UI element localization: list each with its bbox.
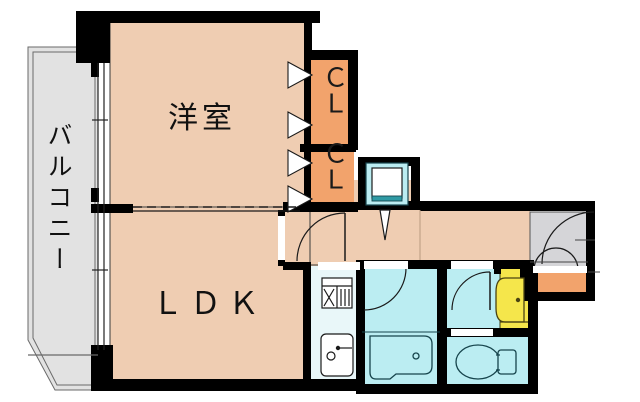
washer-pan: [365, 162, 409, 206]
toilet-tank: [497, 349, 517, 375]
wall-vanity-left: [494, 262, 501, 274]
wall-wet-top: [358, 260, 534, 269]
wall-entrance-left: [520, 262, 530, 301]
toilet-fixture: [455, 344, 517, 380]
wall-washitsu-ldk-left: [91, 204, 133, 213]
wall-entrance-right: [586, 201, 595, 301]
wall-closet-bottom: [283, 202, 358, 212]
washitsu-ldk-partition: [133, 206, 300, 212]
closet-arrow-3: [287, 149, 314, 177]
opening-toilet: [451, 329, 493, 336]
entrance-tile: [529, 211, 589, 271]
wall-washer-left: [358, 157, 367, 209]
hallway-floor-2: [352, 210, 530, 266]
opening-hall-left: [278, 216, 285, 260]
wall-ldk-kitchen-cap: [283, 262, 311, 270]
vanity-drain: [515, 297, 521, 303]
opening-ldk-hall: [318, 262, 360, 270]
opening-entrance-inner: [533, 266, 587, 273]
wall-washer-top: [358, 157, 420, 166]
balcony-floor-inner: [32, 51, 96, 386]
wall-bottom-left-block: [91, 345, 113, 390]
washer-body: [371, 167, 403, 199]
washitsu-floor: [110, 22, 310, 207]
wall-washitsu-right-upper: [304, 22, 312, 58]
wall-closet-left-lower: [304, 150, 311, 208]
washroom-door-swing: [451, 271, 491, 311]
walls: [76, 11, 595, 394]
wall-bottom: [91, 379, 363, 391]
wall-ldk-kitchen: [303, 262, 311, 386]
vanity-fixture: [495, 277, 528, 323]
door-swings: [296, 209, 595, 311]
wall-closet-top: [304, 50, 358, 60]
wall-kitchen-right: [356, 260, 365, 391]
wall-left-mid-tick: [91, 188, 99, 202]
toilet-bowl: [455, 344, 501, 380]
closet-upper-floor: [310, 58, 354, 148]
closet-door-arrows: [287, 61, 314, 213]
washer-marker: [379, 209, 391, 241]
opening-bathroom: [364, 261, 408, 269]
wall-left-upper-tick: [91, 63, 99, 77]
detail-lines: [419, 210, 600, 273]
hallway-floor: [283, 210, 363, 266]
wall-closet-right: [348, 50, 358, 150]
wall-entrance-bottom: [524, 292, 594, 301]
closet-arrow-2: [287, 111, 314, 139]
bathroom-fixtures: [362, 331, 440, 380]
closet-lower-floor: [310, 148, 354, 208]
sink-drain: [326, 351, 336, 361]
washer-base: [371, 195, 403, 202]
kitchen-fixtures: [320, 277, 354, 377]
closet-arrow-1: [287, 61, 314, 89]
sink-faucet: [335, 345, 341, 351]
kitchen-sink: [320, 333, 354, 377]
wall-top: [76, 11, 320, 23]
closet-arrow-4: [287, 185, 314, 213]
wall-washer-right: [411, 157, 420, 209]
ldk-hall-door-swing: [296, 212, 346, 262]
wall-closet-divider: [300, 144, 356, 152]
door-openings: [278, 216, 587, 336]
ldk-floor: [110, 207, 310, 385]
wall-top-left-block: [76, 11, 110, 63]
glazing: [28, 63, 108, 356]
wall-entrance-top: [524, 201, 594, 211]
bathroom-door-swing: [363, 267, 407, 311]
toilet-seat-link: [496, 354, 500, 371]
wall-hall-top-right: [420, 201, 532, 211]
bathtub: [369, 335, 433, 380]
wall-bath-right: [437, 266, 447, 392]
bathtub-drain: [412, 352, 420, 360]
entrance-door-swing: [541, 211, 595, 265]
wall-closet-left-upper: [304, 58, 311, 146]
opening-washroom: [451, 261, 493, 269]
